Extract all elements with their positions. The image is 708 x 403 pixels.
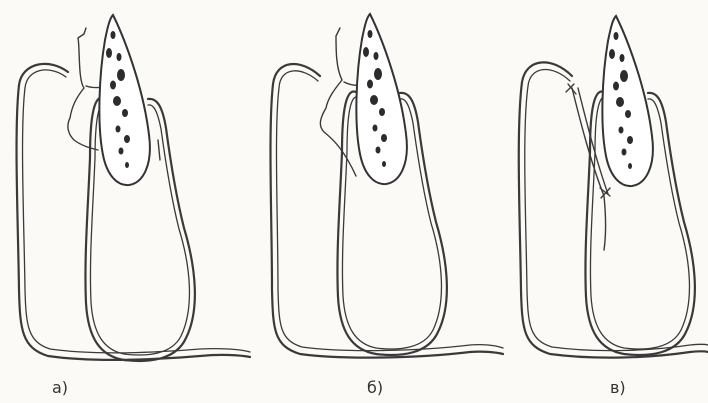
panel-c-bone [602, 16, 653, 186]
panel-b-bone [356, 14, 407, 184]
panel-b [270, 14, 503, 358]
panel-a [17, 15, 250, 361]
panel-c-label: в) [610, 378, 626, 397]
panel-a-bone [99, 15, 150, 185]
panel-a-label: а) [52, 378, 68, 397]
panel-b-gum-edge [320, 28, 356, 176]
panel-c [519, 16, 708, 358]
panel-b-label: б) [367, 378, 383, 397]
panel-a-gum-edge [68, 34, 98, 150]
